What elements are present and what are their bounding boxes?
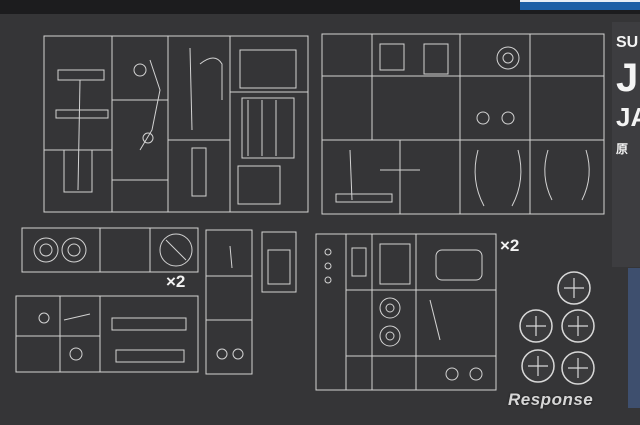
brand-line: J: [616, 56, 639, 100]
brand-line: 原: [616, 142, 629, 156]
runner-frame-a: [43, 35, 309, 213]
blue-label-edge: [520, 0, 640, 10]
brand-panel: SU J JA 原: [612, 22, 640, 267]
runner-frame-g: [315, 233, 497, 391]
wheel-caps: [519, 271, 595, 385]
multiplier-label: ×2: [166, 272, 186, 291]
watermark: Response: [508, 390, 594, 409]
runner-frame-b: [321, 33, 605, 215]
brand-line: JA: [616, 102, 640, 132]
runner-frame-e: [205, 229, 253, 375]
blue-card-edge: [628, 268, 640, 408]
runner-frame-d: [15, 295, 199, 373]
brand-line: SU: [616, 34, 639, 51]
runner-frame-f: [261, 231, 297, 293]
background-wall: [0, 0, 640, 14]
runner-frame-c: [21, 227, 199, 273]
multiplier-label: ×2: [500, 236, 520, 255]
